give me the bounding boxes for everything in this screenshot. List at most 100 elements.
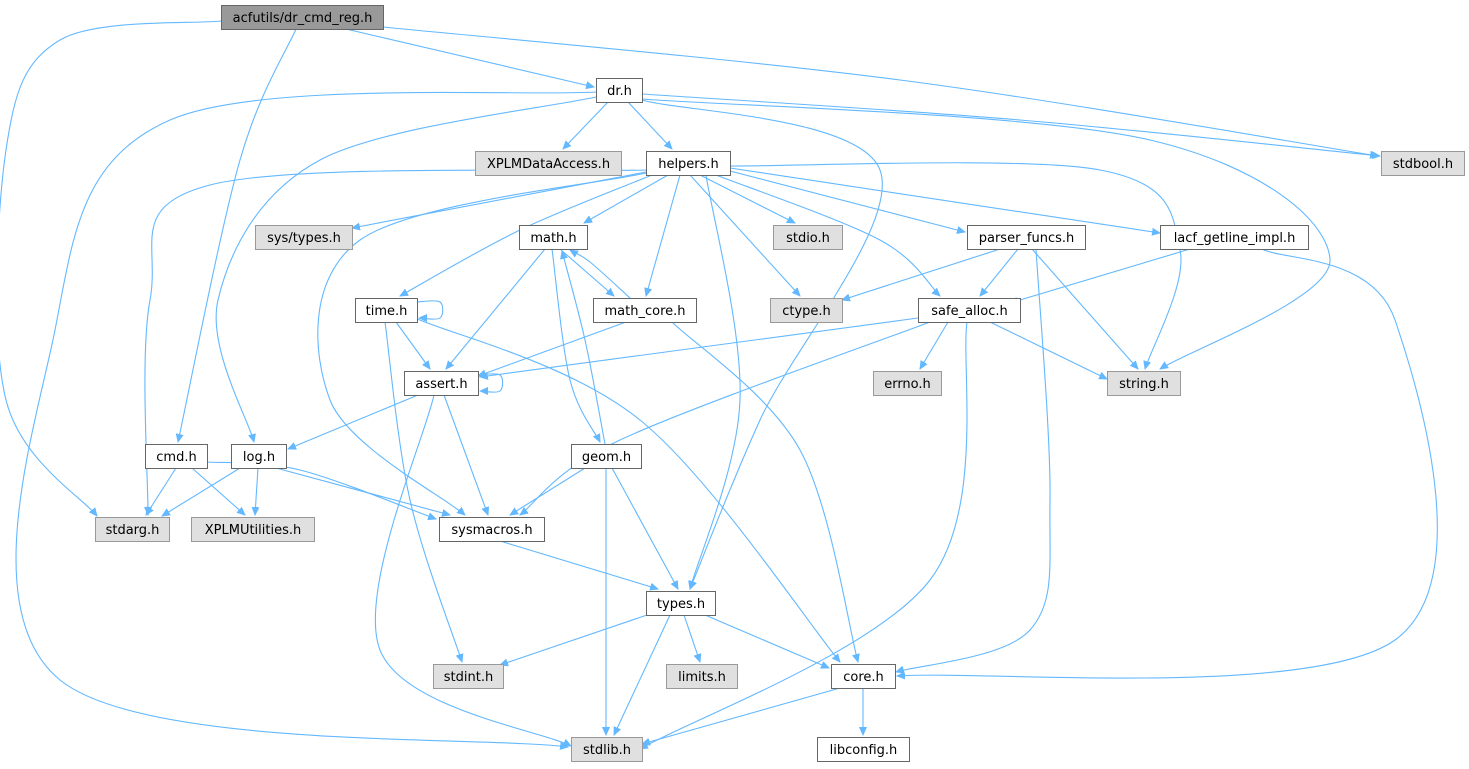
- edge-types-h-to-stdint-h: [500, 613, 651, 665]
- edge-helpers-h-to-math-h: [584, 174, 669, 223]
- edge-helpers-h-to-string-h: [729, 162, 1182, 369]
- node-types-h[interactable]: types.h: [646, 591, 716, 616]
- edge-time-h-to-stdint-h: [384, 321, 462, 662]
- edge-dr-h-to-xplm-data-access-h: [563, 101, 609, 149]
- edge-dr-h-to-stdlib-h: [15, 91, 597, 747]
- node-label: lacf_getline_impl.h: [1174, 231, 1296, 246]
- node-label: sys/types.h: [267, 231, 341, 246]
- node-helpers-h[interactable]: helpers.h: [646, 151, 731, 176]
- node-ctype-h: ctype.h: [770, 298, 843, 323]
- node-label: dr.h: [607, 84, 632, 99]
- edge-helpers-h-to-parser-funcs-h: [729, 170, 965, 232]
- edge-assert-h-to-stdlib-h: [374, 394, 571, 747]
- node-box: [967, 225, 1086, 250]
- edge-safe-alloc-h-to-errno-h: [920, 321, 949, 369]
- edge-dr-h-to-types-h: [641, 99, 883, 589]
- edge-cmd-h-to-xplm-utilities-h: [191, 467, 245, 515]
- node-box: [873, 371, 942, 396]
- edge-assert-h-to-sysmacros-h: [443, 394, 488, 515]
- node-label: log.h: [243, 450, 275, 465]
- node-label: string.h: [1119, 377, 1169, 392]
- edge-helpers-h-to-math-core-h: [646, 174, 681, 296]
- edge-helpers-h-to-lacf-getline-impl-h: [729, 167, 1160, 233]
- node-box: [646, 151, 731, 176]
- edge-math-h-to-math-core-h: [559, 248, 614, 296]
- node-label: helpers.h: [658, 157, 719, 172]
- edge-log-h-to-stdarg-h: [162, 467, 241, 516]
- node-label: acfutils/dr_cmd_reg.h: [233, 11, 373, 26]
- edge-parser-funcs-h-to-ctype-h: [842, 248, 1001, 300]
- node-log-h[interactable]: log.h: [231, 444, 287, 469]
- edge-time-h-to-core-h: [414, 317, 840, 662]
- node-time-h[interactable]: time.h: [355, 298, 418, 323]
- node-label: libconfig.h: [830, 743, 898, 758]
- edge-core-h-to-stdlib-h: [642, 687, 841, 744]
- node-box: [596, 78, 643, 103]
- node-core-h[interactable]: core.h: [831, 664, 896, 689]
- edge-log-h-to-sysmacros-h: [275, 467, 450, 515]
- node-math-core-h[interactable]: math_core.h: [593, 298, 697, 323]
- node-cmd-h[interactable]: cmd.h: [145, 444, 208, 469]
- edge-math-h-to-geom-h: [551, 248, 601, 442]
- edge-acfutils-dr-cmd-reg-h-to-stdbool-h: [382, 26, 1378, 156]
- node-math-h[interactable]: math.h: [519, 225, 588, 250]
- edge-helpers-h-to-ctype-h: [689, 174, 800, 296]
- node-sys-types-h: sys/types.h: [255, 225, 353, 250]
- edge-dr-h-to-log-h: [215, 96, 597, 442]
- edge-lacf-getline-impl-h-to-core-h: [897, 248, 1438, 678]
- edge-parser-funcs-h-to-string-h: [1031, 248, 1138, 369]
- node-box: [191, 517, 315, 542]
- edge-parser-funcs-h-to-core-h: [896, 248, 1051, 672]
- node-box: [221, 5, 384, 30]
- node-label: XPLMUtilities.h: [205, 523, 302, 538]
- node-acfutils-dr-cmd-reg-h: acfutils/dr_cmd_reg.h: [221, 5, 384, 30]
- node-sysmacros-h[interactable]: sysmacros.h: [439, 517, 545, 542]
- edge-types-h-to-stdlib-h: [613, 614, 671, 735]
- node-dr-h[interactable]: dr.h: [596, 78, 643, 103]
- node-label: geom.h: [582, 450, 631, 465]
- edge-dr-h-to-string-h: [641, 98, 1331, 369]
- edge-math-h-to-assert-h: [446, 248, 546, 369]
- edge-dr-h-to-stdbool-h: [641, 93, 1380, 156]
- node-label: limits.h: [678, 670, 726, 685]
- node-label: cmd.h: [156, 450, 196, 465]
- node-limits-h: limits.h: [666, 664, 738, 689]
- node-box: [475, 151, 622, 176]
- node-box: [773, 225, 843, 250]
- edge-acfutils-dr-cmd-reg-h-to-stdarg-h: [0, 20, 222, 516]
- node-label: math.h: [530, 231, 576, 246]
- edge-types-h-to-limits-h: [683, 614, 700, 662]
- edge-sysmacros-h-to-types-h: [499, 540, 658, 589]
- edge-assert-h-to-log-h: [288, 394, 419, 449]
- edge-time-h-to-assert-h: [395, 321, 430, 369]
- node-box: [831, 664, 896, 689]
- edge-helpers-h-to-types-h: [690, 174, 741, 589]
- edge-safe-alloc-h-to-assert-h: [480, 317, 919, 377]
- edge-safe-alloc-h-to-sysmacros-h: [520, 321, 931, 515]
- node-label: assert.h: [415, 377, 467, 392]
- edge-safe-alloc-h-to-stdlib-h: [640, 321, 968, 749]
- node-assert-h[interactable]: assert.h: [404, 371, 479, 396]
- node-xplm-data-access-h: XPLMDataAccess.h: [475, 151, 622, 176]
- edge-math-core-h-to-math-h: [570, 250, 631, 299]
- node-stdlib-h: stdlib.h: [571, 737, 643, 762]
- node-box: [1107, 371, 1181, 396]
- edge-assert-h-to-assert-h: [477, 373, 504, 392]
- node-label: ctype.h: [782, 304, 831, 319]
- node-box: [439, 517, 545, 542]
- node-label: types.h: [657, 597, 705, 612]
- node-safe-alloc-h[interactable]: safe_alloc.h: [918, 298, 1021, 323]
- node-box: [255, 225, 353, 250]
- node-lacf-getline-impl-h[interactable]: lacf_getline_impl.h: [1160, 225, 1309, 250]
- node-box: [1381, 151, 1465, 176]
- node-parser-funcs-h[interactable]: parser_funcs.h: [967, 225, 1086, 250]
- edge-lacf-getline-impl-h-to-safe-alloc-h: [1010, 248, 1191, 303]
- node-geom-h[interactable]: geom.h: [571, 444, 642, 469]
- node-label: stdint.h: [444, 670, 493, 685]
- node-label: stdio.h: [786, 231, 830, 246]
- node-box: [571, 737, 643, 762]
- node-label: safe_alloc.h: [931, 304, 1007, 319]
- node-libconfig-h[interactable]: libconfig.h: [817, 737, 910, 762]
- node-box: [571, 444, 642, 469]
